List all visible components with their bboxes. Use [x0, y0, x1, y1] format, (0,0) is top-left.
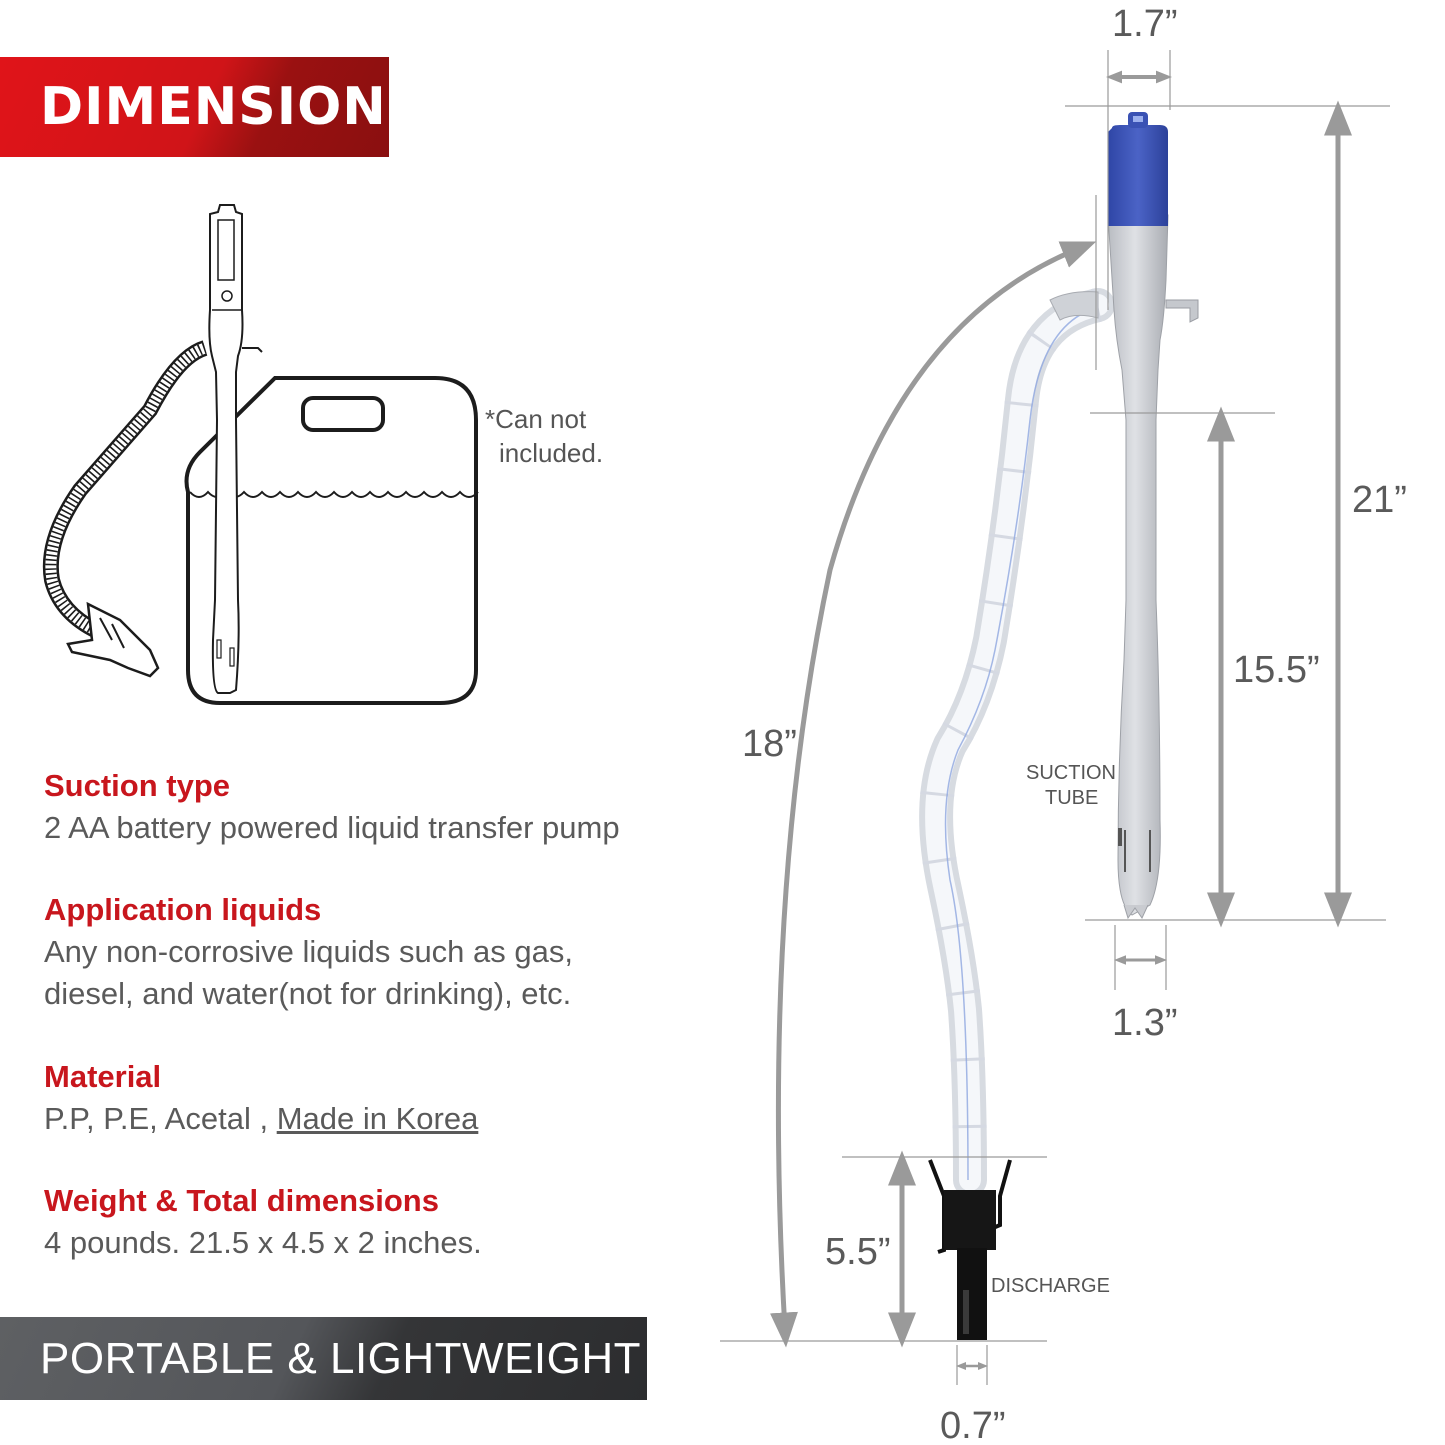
portable-banner-title: PORTABLE & LIGHTWEIGHT	[40, 1333, 642, 1383]
pump-body	[1107, 214, 1169, 916]
dimension-banner: DIMENSION	[0, 57, 389, 157]
spec-heading: Material	[44, 1059, 162, 1094]
line-pump-head-icon	[208, 204, 244, 694]
pump-blue-cap	[1108, 125, 1168, 226]
dim-head-width: 1.7”	[1112, 3, 1177, 45]
dim-nozzle-width: 0.7”	[940, 1405, 1005, 1445]
spec-text: Any non-corrosive liquids such as gas,	[44, 934, 573, 969]
can-handle-icon	[301, 396, 385, 432]
dimension-lines	[720, 50, 1390, 1385]
spec-suction-type: Suction type 2 AA battery powered liquid…	[44, 765, 620, 849]
jerry-can-icon	[184, 376, 478, 705]
spec-heading: Application liquids	[44, 892, 322, 927]
suction-tube-label-line2: TUBE	[1045, 787, 1098, 809]
dim-hose-length: 18”	[742, 723, 797, 765]
note-can-line2: included.	[499, 438, 603, 468]
dim-total-height: 21”	[1352, 479, 1407, 521]
line-nozzle-icon	[66, 601, 160, 678]
spec-text: 4 pounds. 21.5 x 4.5 x 2 inches.	[44, 1225, 482, 1260]
made-in-korea: Made in Korea	[276, 1101, 479, 1136]
liquid-surface-line	[189, 490, 479, 498]
spec-text: P.P, P.E, Acetal , Made in Korea	[44, 1098, 478, 1140]
note-can-line1: *Can not	[485, 404, 587, 434]
dim-discharge-length: 5.5”	[825, 1231, 890, 1273]
spec-heading: Suction type	[44, 768, 231, 803]
spec-text: 2 AA battery powered liquid transfer pum…	[44, 810, 620, 845]
suction-tube-label-line1: SUCTION	[1026, 762, 1116, 784]
spec-heading: Weight & Total dimensions	[44, 1183, 439, 1218]
dim-tube-width: 1.3”	[1112, 1002, 1177, 1044]
portable-banner: PORTABLE & LIGHTWEIGHT	[0, 1317, 647, 1400]
dimension-banner-title: DIMENSION	[40, 77, 387, 137]
dim-suction-length: 15.5”	[1233, 649, 1320, 691]
material-list: P.P, P.E, Acetal ,	[44, 1101, 277, 1136]
line-hose-icon	[42, 340, 208, 638]
line-drawing	[42, 204, 479, 705]
spec-material: Material P.P, P.E, Acetal , Made in Kore…	[44, 1056, 478, 1140]
dim-hose-length-arrow	[770, 241, 1097, 1348]
spec-application-liquids: Application liquids Any non-corrosive li…	[44, 889, 573, 1015]
spec-weight-dimensions: Weight & Total dimensions 4 pounds. 21.5…	[44, 1180, 482, 1264]
pump-illustration	[919, 112, 1199, 1340]
discharge-label: DISCHARGE	[991, 1275, 1110, 1297]
spec-text: diesel, and water(not for drinking), etc…	[44, 976, 572, 1011]
discharge-nozzle	[928, 1159, 946, 1254]
